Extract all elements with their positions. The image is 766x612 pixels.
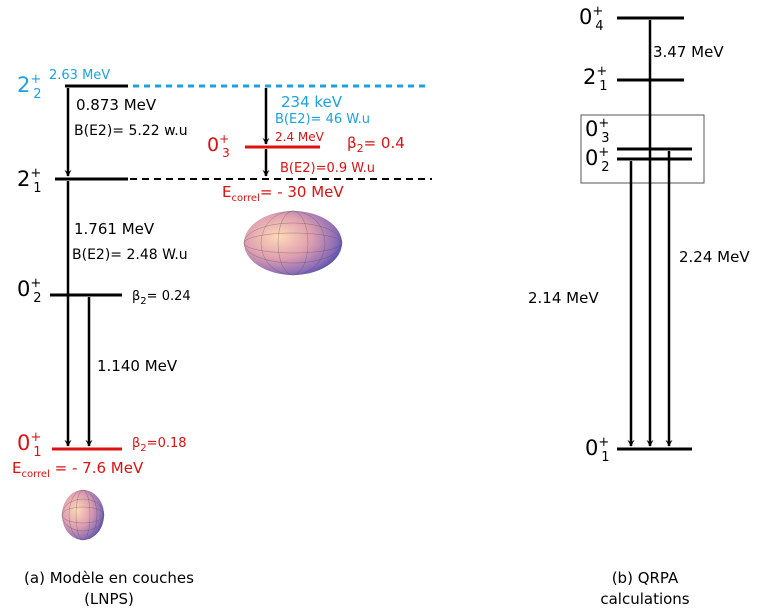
qrpa-level-0plus1-label: 0+1 xyxy=(585,435,610,465)
qrpa-box-0plus3-0plus2 xyxy=(580,114,705,184)
transition-873-energy: 0.873 MeV xyxy=(76,96,157,114)
panel-a-caption-line2: (LNPS) xyxy=(84,590,134,608)
deformed-nucleus-ellipsoid xyxy=(243,210,343,276)
level-2plus1-label: 2+1 xyxy=(17,166,42,196)
level-2plus2-energy: 2.63 MeV xyxy=(49,68,110,83)
level-0plus1-label: 0+1 xyxy=(17,430,42,460)
level-2plus2-label: 2+2 xyxy=(17,72,42,102)
level-0plus1-ecorrel: Ecorrel = - 7.6 MeV xyxy=(12,459,144,480)
qrpa-level-0plus2-label: 0+2 xyxy=(585,145,610,175)
qrpa-level-0plus4-label: 0+4 xyxy=(579,4,604,34)
transition-1761-energy: 1.761 MeV xyxy=(74,220,155,238)
level-0plus3-beta: β2= 0.4 xyxy=(347,134,405,155)
transition-234-energy: 234 keV xyxy=(281,93,343,111)
transition-1761-be2: B(E2)= 2.48 W.u xyxy=(72,247,188,263)
panel-b-caption-line1: (b) QRPA xyxy=(612,569,679,587)
qrpa-level-2plus1-label: 2+1 xyxy=(583,64,608,94)
level-0plus3-ecorrel: Ecorrel= - 30 MeV xyxy=(222,183,344,204)
level-0plus2-label: 0+2 xyxy=(17,276,42,306)
level-0plus3-be2: B(E2)=0.9 W.u xyxy=(280,161,375,176)
panel-b-caption-line2: calculations xyxy=(600,590,689,608)
spherical-nucleus-ellipsoid xyxy=(61,489,105,541)
level-0plus3-label: 0+3 xyxy=(207,132,230,160)
transition-1140-energy: 1.140 MeV xyxy=(97,357,178,375)
qrpa-transition-224-energy: 2.24 MeV xyxy=(679,248,750,266)
qrpa-transition-347-energy: 3.47 MeV xyxy=(653,43,724,61)
transition-873-be2: B(E2)= 5.22 w.u xyxy=(74,123,188,139)
panel-a-caption-line1: (a) Modèle en couches xyxy=(24,569,194,587)
panel-b: 0+4 3.47 MeV 2+1 0+3 0+2 2.14 MeV 2.24 M… xyxy=(528,4,750,608)
transition-234-be2: B(E2)= 46 W.u xyxy=(275,112,370,127)
level-0plus1-beta: β2=0.18 xyxy=(132,436,187,454)
level-0plus3-energy: 2.4 MeV xyxy=(275,130,325,144)
level-0plus2-beta: β2= 0.24 xyxy=(132,289,191,307)
qrpa-transition-214-energy: 2.14 MeV xyxy=(528,289,599,307)
panel-a: 2+2 2.63 MeV 0.873 MeV B(E2)= 5.22 w.u 2… xyxy=(12,68,432,608)
qrpa-level-0plus3-label: 0+3 xyxy=(585,116,610,146)
